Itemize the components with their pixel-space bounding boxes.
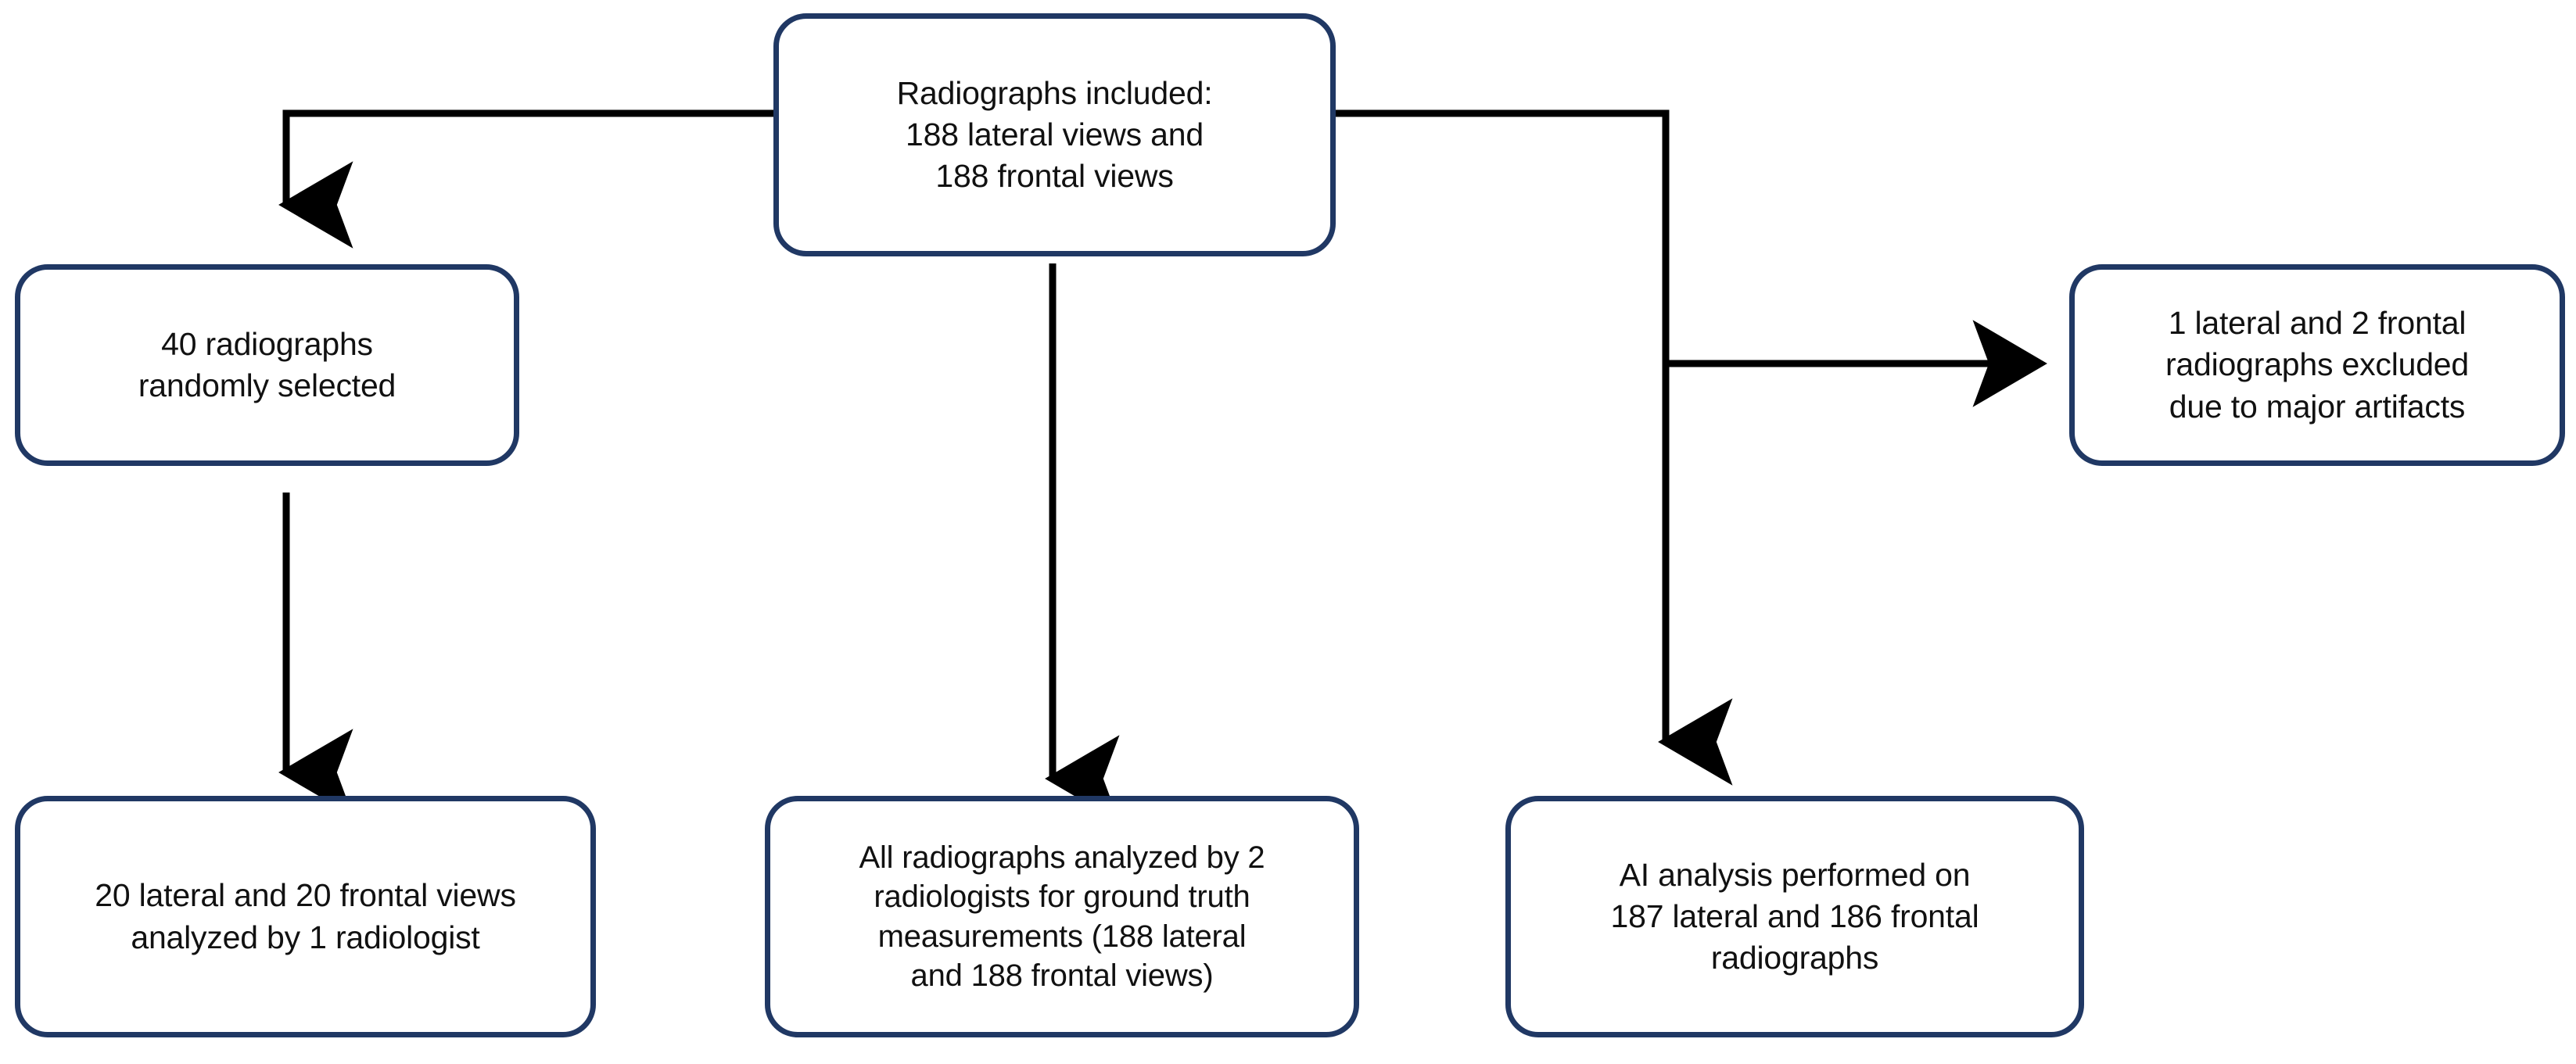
top-to-ai-analysis-connector [1336, 109, 1733, 786]
ground-truth-analysis-label: All radiographs analyzed by 2 radiologis… [859, 840, 1265, 993]
ai-analysis-box: AI analysis performed on 187 lateral and… [1505, 796, 2084, 1037]
randomly-selected-box: 40 radiographs randomly selected [15, 264, 519, 466]
single-radiologist-analysis-label: 20 lateral and 20 frontal views analyzed… [95, 877, 516, 955]
ground-truth-analysis-box: All radiographs analyzed by 2 radiologis… [765, 796, 1359, 1037]
single-radiologist-analysis-box: 20 lateral and 20 frontal views analyzed… [15, 796, 596, 1037]
radiographs-included-box: Radiographs included: 188 lateral views … [773, 13, 1336, 256]
radiographs-included-label: Radiographs included: 188 lateral views … [896, 74, 1213, 195]
ai-analysis-label: AI analysis performed on 187 lateral and… [1610, 856, 1979, 976]
excluded-radiographs-label: 1 lateral and 2 frontal radiographs excl… [2165, 305, 2470, 425]
excluded-radiographs-box: 1 lateral and 2 frontal radiographs excl… [2069, 264, 2565, 466]
top-to-randomly-selected-connector [278, 109, 773, 249]
randomly-selected-label: 40 radiographs randomly selected [138, 325, 396, 403]
